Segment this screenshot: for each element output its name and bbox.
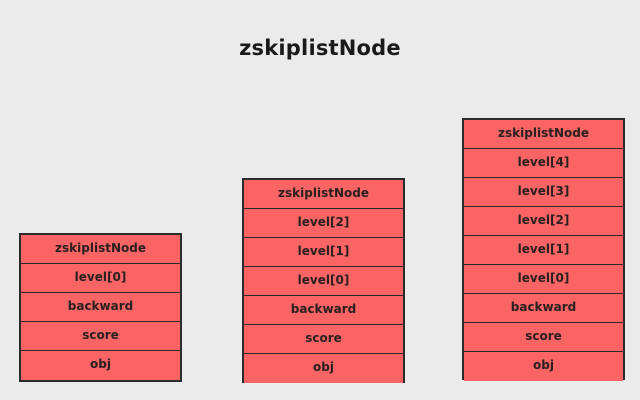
score-field: score bbox=[464, 323, 623, 352]
obj-field: obj bbox=[244, 354, 403, 383]
backward-field: backward bbox=[21, 293, 180, 322]
level-field: level[4] bbox=[464, 149, 623, 178]
score-field: score bbox=[244, 325, 403, 354]
level-field: level[3] bbox=[464, 178, 623, 207]
level-field: level[0] bbox=[244, 267, 403, 296]
score-field: score bbox=[21, 322, 180, 351]
backward-field: backward bbox=[244, 296, 403, 325]
level-field: level[1] bbox=[464, 236, 623, 265]
obj-field: obj bbox=[464, 352, 623, 381]
level-field: level[0] bbox=[464, 265, 623, 294]
node-type-label: zskiplistNode bbox=[244, 180, 403, 209]
diagram-title: zskiplistNode bbox=[239, 36, 401, 60]
level-field: level[2] bbox=[464, 207, 623, 236]
level-field: level[1] bbox=[244, 238, 403, 267]
backward-field: backward bbox=[464, 294, 623, 323]
level-field: level[0] bbox=[21, 264, 180, 293]
node-type-label: zskiplistNode bbox=[464, 120, 623, 149]
level-field: level[2] bbox=[244, 209, 403, 238]
node-type-label: zskiplistNode bbox=[21, 235, 180, 264]
obj-field: obj bbox=[21, 351, 180, 380]
